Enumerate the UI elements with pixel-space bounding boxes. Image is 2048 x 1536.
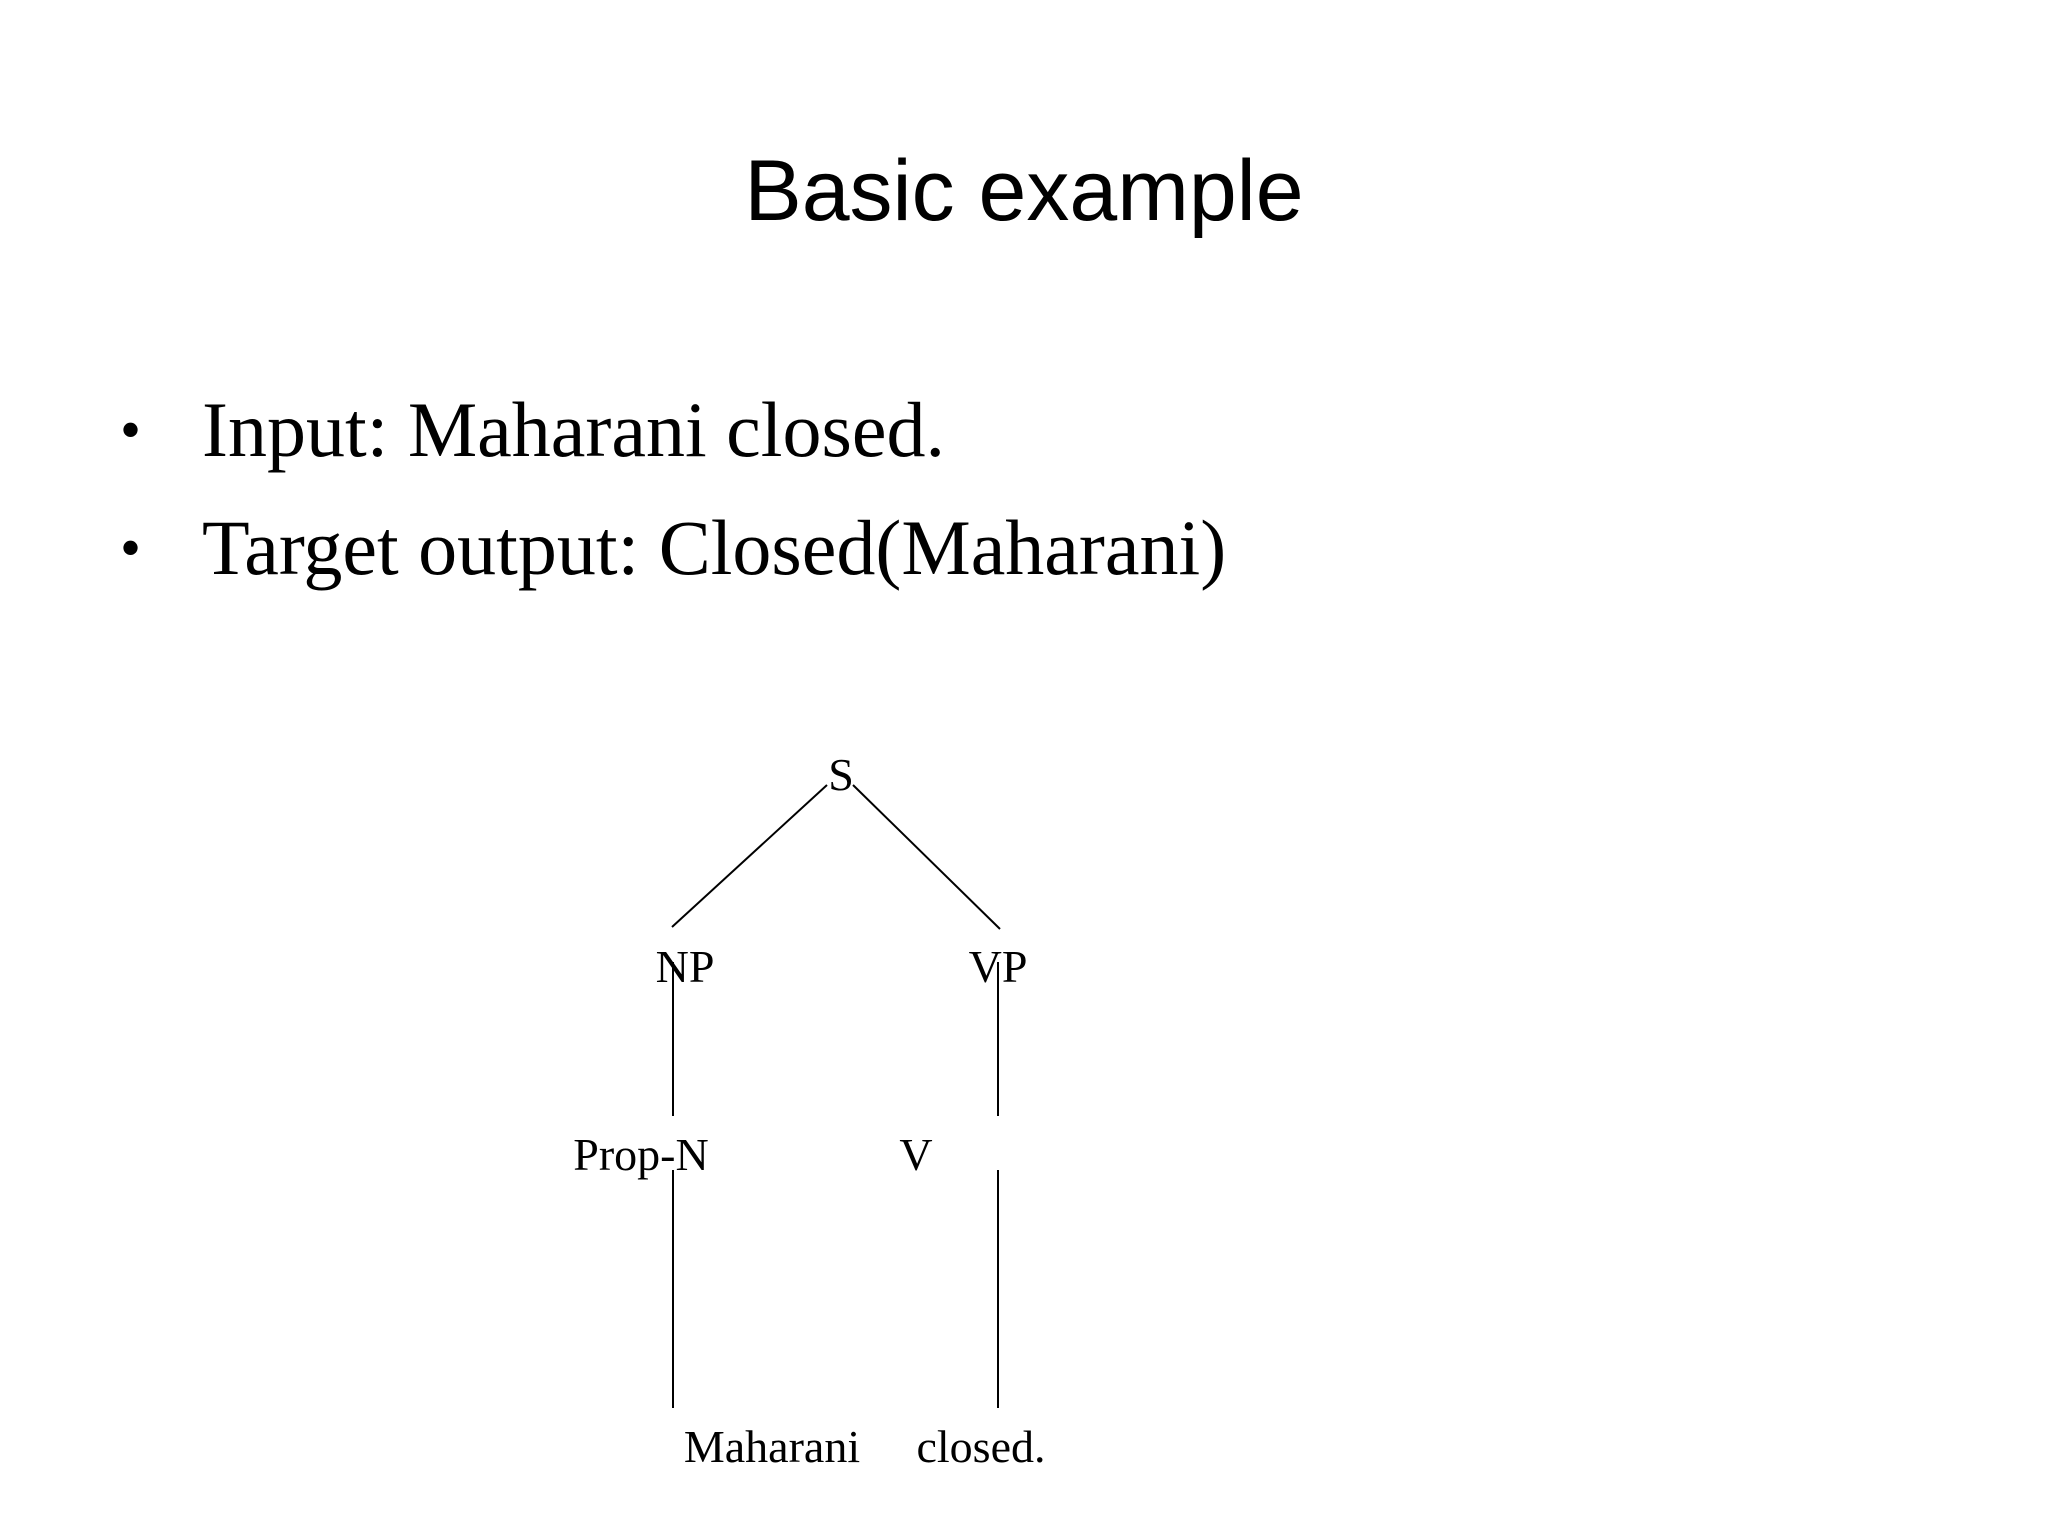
- bullet-item: • Target output: Closed(Maharani): [120, 498, 1226, 616]
- bullet-text: Target output: Closed(Maharani): [202, 504, 1227, 591]
- tree-node-np: NP: [656, 941, 715, 992]
- bullet-item: • Input: Maharani closed.: [120, 380, 1226, 498]
- edge-s-np: [671, 784, 828, 928]
- tree-node-s: S: [828, 749, 854, 800]
- tree-node-vp: VP: [969, 941, 1028, 992]
- tree-node-v: V: [899, 1129, 932, 1180]
- bullet-text: Input: Maharani closed.: [202, 386, 945, 473]
- tree-leaf-word-2: closed.: [916, 1421, 1045, 1472]
- edge-s-vp: [852, 784, 1001, 930]
- tree-leaf-word-1: Maharani: [684, 1421, 860, 1472]
- tree-node-prop-n: Prop-N: [573, 1129, 708, 1180]
- slide-title: Basic example: [744, 143, 1304, 239]
- bullet-dot-icon: •: [120, 515, 142, 581]
- bullet-list: • Input: Maharani closed. • Target outpu…: [120, 380, 1226, 616]
- bullet-dot-icon: •: [120, 397, 142, 463]
